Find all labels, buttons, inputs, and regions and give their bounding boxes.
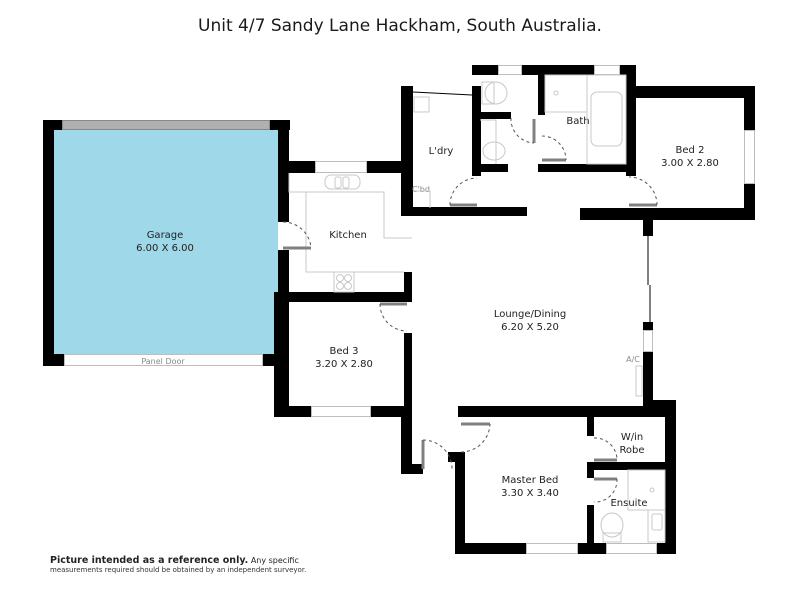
bed3-window — [311, 406, 371, 417]
kitchen-right-stub — [404, 272, 412, 302]
lounge-side-window — [643, 330, 653, 352]
garage-wall-bottom-left — [43, 354, 65, 366]
garage-wall-right-upper — [278, 120, 289, 222]
bed2-wall-right-bottom — [744, 184, 755, 220]
wc-shelf-wall — [481, 112, 511, 119]
bath-bottom-wall — [538, 164, 636, 172]
bed2-wall-right-top — [744, 86, 755, 130]
bed2-dims: 3.00 X 2.80 — [661, 158, 719, 169]
lounge-right-post — [643, 208, 653, 236]
disclaimer: Picture intended as a reference only. An… — [50, 555, 306, 574]
lounge-dims: 6.20 X 5.20 — [501, 322, 559, 333]
bed2-label: Bed 2 — [675, 145, 705, 156]
disclaimer-line1: Any specific — [250, 556, 299, 565]
ensuite-label: Ensuite — [610, 498, 648, 509]
kitchen-label: Kitchen — [329, 230, 367, 241]
entry-wall-left — [401, 406, 412, 474]
disclaimer-line2: measurements required should be obtained… — [50, 566, 307, 574]
lounge-right-wall-b — [643, 352, 653, 416]
garage-wall-left — [43, 120, 54, 366]
lounge-right-wall-a — [643, 322, 653, 330]
master-dims: 3.30 X 3.40 — [501, 488, 559, 499]
kitchen-wall-top-right — [367, 161, 412, 173]
master-wall-left — [455, 452, 465, 554]
ensuite-window — [606, 543, 657, 554]
bed2-window — [744, 130, 755, 184]
bed3-dims: 3.20 X 2.80 — [315, 359, 373, 370]
garage-dims: 6.00 X 6.00 — [136, 243, 194, 254]
garage-label: Garage — [146, 230, 184, 241]
master-wall-bottom-left — [455, 543, 526, 554]
master-wall-top — [458, 406, 676, 417]
cupboard-label: C'bd — [412, 185, 430, 194]
page-title: Unit 4/7 Sandy Lane Hackham, South Austr… — [198, 16, 602, 36]
bed2-wall-left — [626, 86, 636, 176]
panel-door[interactable] — [64, 354, 263, 366]
master-label: Master Bed — [501, 475, 559, 486]
master-wall-bottom-right — [657, 543, 676, 554]
disclaimer-bold: Picture intended as a reference only. — [50, 555, 249, 566]
wc-bottom-wall — [481, 164, 508, 172]
bed3-label: Bed 3 — [329, 346, 359, 357]
garage-top-window — [62, 120, 270, 130]
master-window — [526, 543, 578, 554]
laundry-label: L'dry — [428, 146, 454, 157]
bed3-wall-left — [274, 292, 285, 416]
wc-divider — [538, 75, 545, 115]
ensuite-wall-left — [587, 505, 594, 554]
kitchen-window — [315, 161, 367, 173]
bed3-wall-bottom-right — [371, 406, 412, 417]
kitchen-bed3-wall — [285, 292, 412, 302]
garage-floor — [54, 130, 278, 354]
panel-door-label: Panel Door — [141, 357, 185, 366]
bed3-wall-right — [404, 333, 412, 417]
bath-wall-top-a — [472, 65, 498, 75]
laundry-wall-bottom — [401, 207, 527, 216]
laundry-wall-left — [401, 86, 413, 213]
bed3-wall-bottom-left — [274, 406, 311, 417]
laundry-wall-right — [472, 86, 481, 176]
bath-label: Bath — [566, 116, 590, 127]
wir-ensuite-divider — [587, 462, 676, 470]
wc-window — [498, 65, 522, 75]
bath-wall-top-b — [522, 65, 594, 75]
kitchen-wall-top — [289, 161, 315, 173]
wir-label-2: Robe — [619, 445, 645, 456]
garage-wall-top-left — [43, 120, 63, 130]
wir-divider-stub — [587, 462, 594, 478]
entry-wall-bottom — [401, 464, 423, 474]
wir-wall-top — [587, 416, 594, 436]
wir-label-1: W/in — [620, 432, 644, 443]
ac-label: A/C — [626, 355, 640, 364]
lounge-label: Lounge/Dining — [493, 309, 567, 320]
bed2-wall-bottom — [580, 208, 755, 220]
master-wall-right — [665, 406, 676, 554]
bed2-wall-top — [630, 86, 755, 98]
